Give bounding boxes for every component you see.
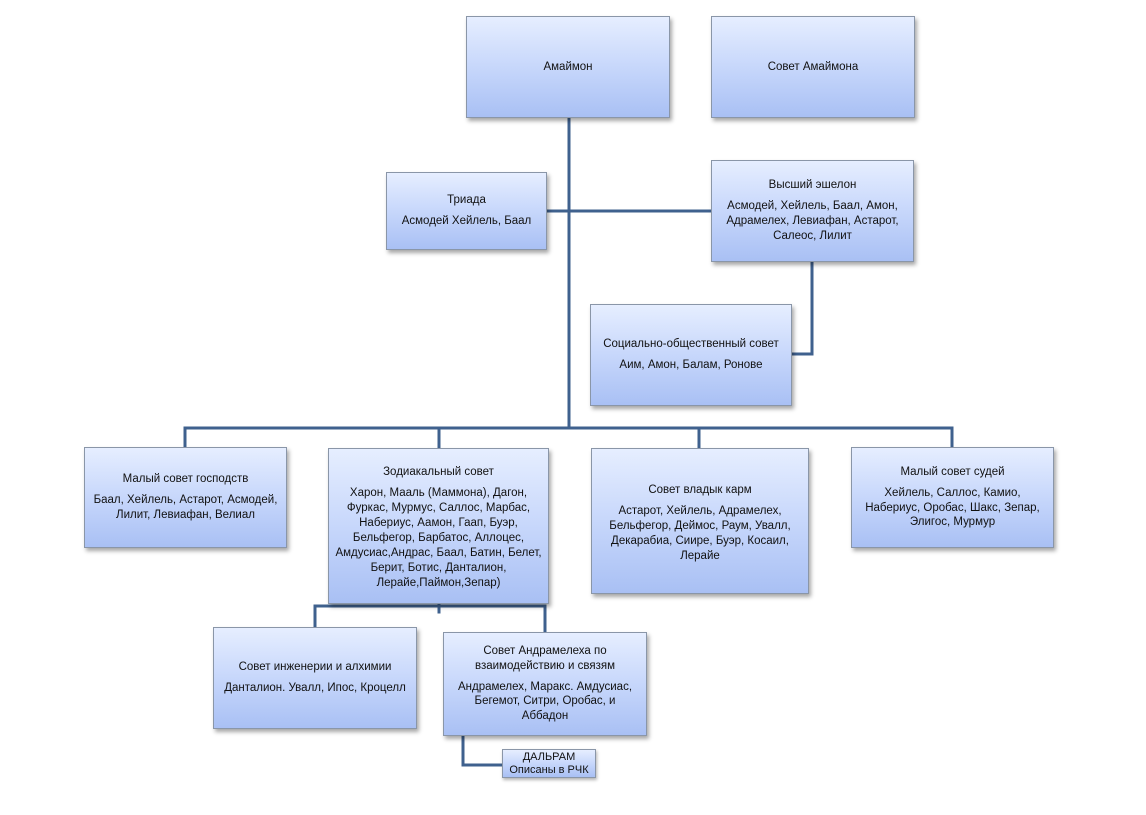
node-judges-council-body: Хейлель, Саллос, Камио, Набериус, Оробас…: [865, 486, 1040, 529]
node-dalram-title: ДАЛЬРАМ: [522, 750, 576, 763]
node-high-echelon-body: Асмодей, Хейлель, Баал, Амон, Адрамелех,…: [726, 200, 899, 242]
node-karma-council-title: Совет владык карм: [648, 484, 752, 496]
node-engineering-council-body: Данталион. Увалл, Ипос, Кроцелл: [224, 682, 406, 694]
node-amaimon: Амаймон: [466, 16, 670, 118]
node-amaimon-title: Амаймон: [543, 60, 593, 73]
node-social-council-title: Социально-общественный совет: [603, 338, 779, 351]
node-council-amaimon: Совет Амаймона: [711, 16, 915, 118]
node-zodiac-council-title: Зодиакальный совет: [383, 466, 494, 478]
node-high-echelon: Высший эшелон Асмодей, Хейлель, Баал, Ам…: [711, 160, 914, 262]
node-dalram-body: Описаны в РЧК: [509, 763, 589, 776]
node-small-council-lords-body: Баал, Хейлель, Астарот, Асмодей, Лилит, …: [93, 494, 278, 521]
node-social-council-body: Аим, Амон, Балам, Ронове: [619, 359, 763, 371]
connector-adramelech-to-dalram: [461, 734, 504, 767]
node-zodiac-council-body: Харон, Мааль (Маммона), Дагон, Фуркас, М…: [335, 486, 542, 589]
node-zodiac-council: Зодиакальный совет Харон, Мааль (Маммона…: [328, 448, 549, 604]
node-adramelech-council-title: Совет Андрамелеха по взаимодействию и св…: [474, 644, 615, 672]
node-triad-title: Триада: [447, 194, 486, 207]
node-karma-council: Совет владык карм Астарот, Хейлель, Адра…: [591, 448, 809, 594]
node-dalram: ДАЛЬРАМ Описаны в РЧК: [502, 749, 596, 778]
node-adramelech-council-body: Андрамелех, Маракс. Амдусиас, Бегемот, С…: [457, 680, 633, 723]
node-judges-council: Малый совет судей Хейлель, Саллос, Камио…: [851, 447, 1054, 548]
node-triad-body: Асмодей Хейлель, Баал: [401, 215, 532, 227]
node-judges-council-title: Малый совет судей: [900, 465, 1005, 478]
node-small-council-lords: Малый совет господств Баал, Хейлель, Аст…: [84, 447, 287, 548]
node-triad: Триада Асмодей Хейлель, Баал: [386, 172, 547, 250]
node-high-echelon-title: Высший эшелон: [768, 179, 857, 192]
node-small-council-lords-title: Малый совет господств: [122, 473, 249, 486]
node-council-amaimon-title: Совет Амаймона: [767, 60, 859, 73]
node-engineering-council: Совет инженерии и алхимии Данталион. Ува…: [213, 627, 417, 729]
node-engineering-council-title: Совет инженерии и алхимии: [238, 661, 392, 674]
node-karma-council-body: Астарот, Хейлель, Адрамелех, Бельфегор, …: [609, 504, 791, 562]
node-social-council: Социально-общественный совет Аим, Амон, …: [590, 304, 792, 406]
node-adramelech-council: Совет Андрамелеха по взаимодействию и св…: [443, 632, 647, 736]
connector-high-echelon-to-social: [790, 260, 814, 356]
